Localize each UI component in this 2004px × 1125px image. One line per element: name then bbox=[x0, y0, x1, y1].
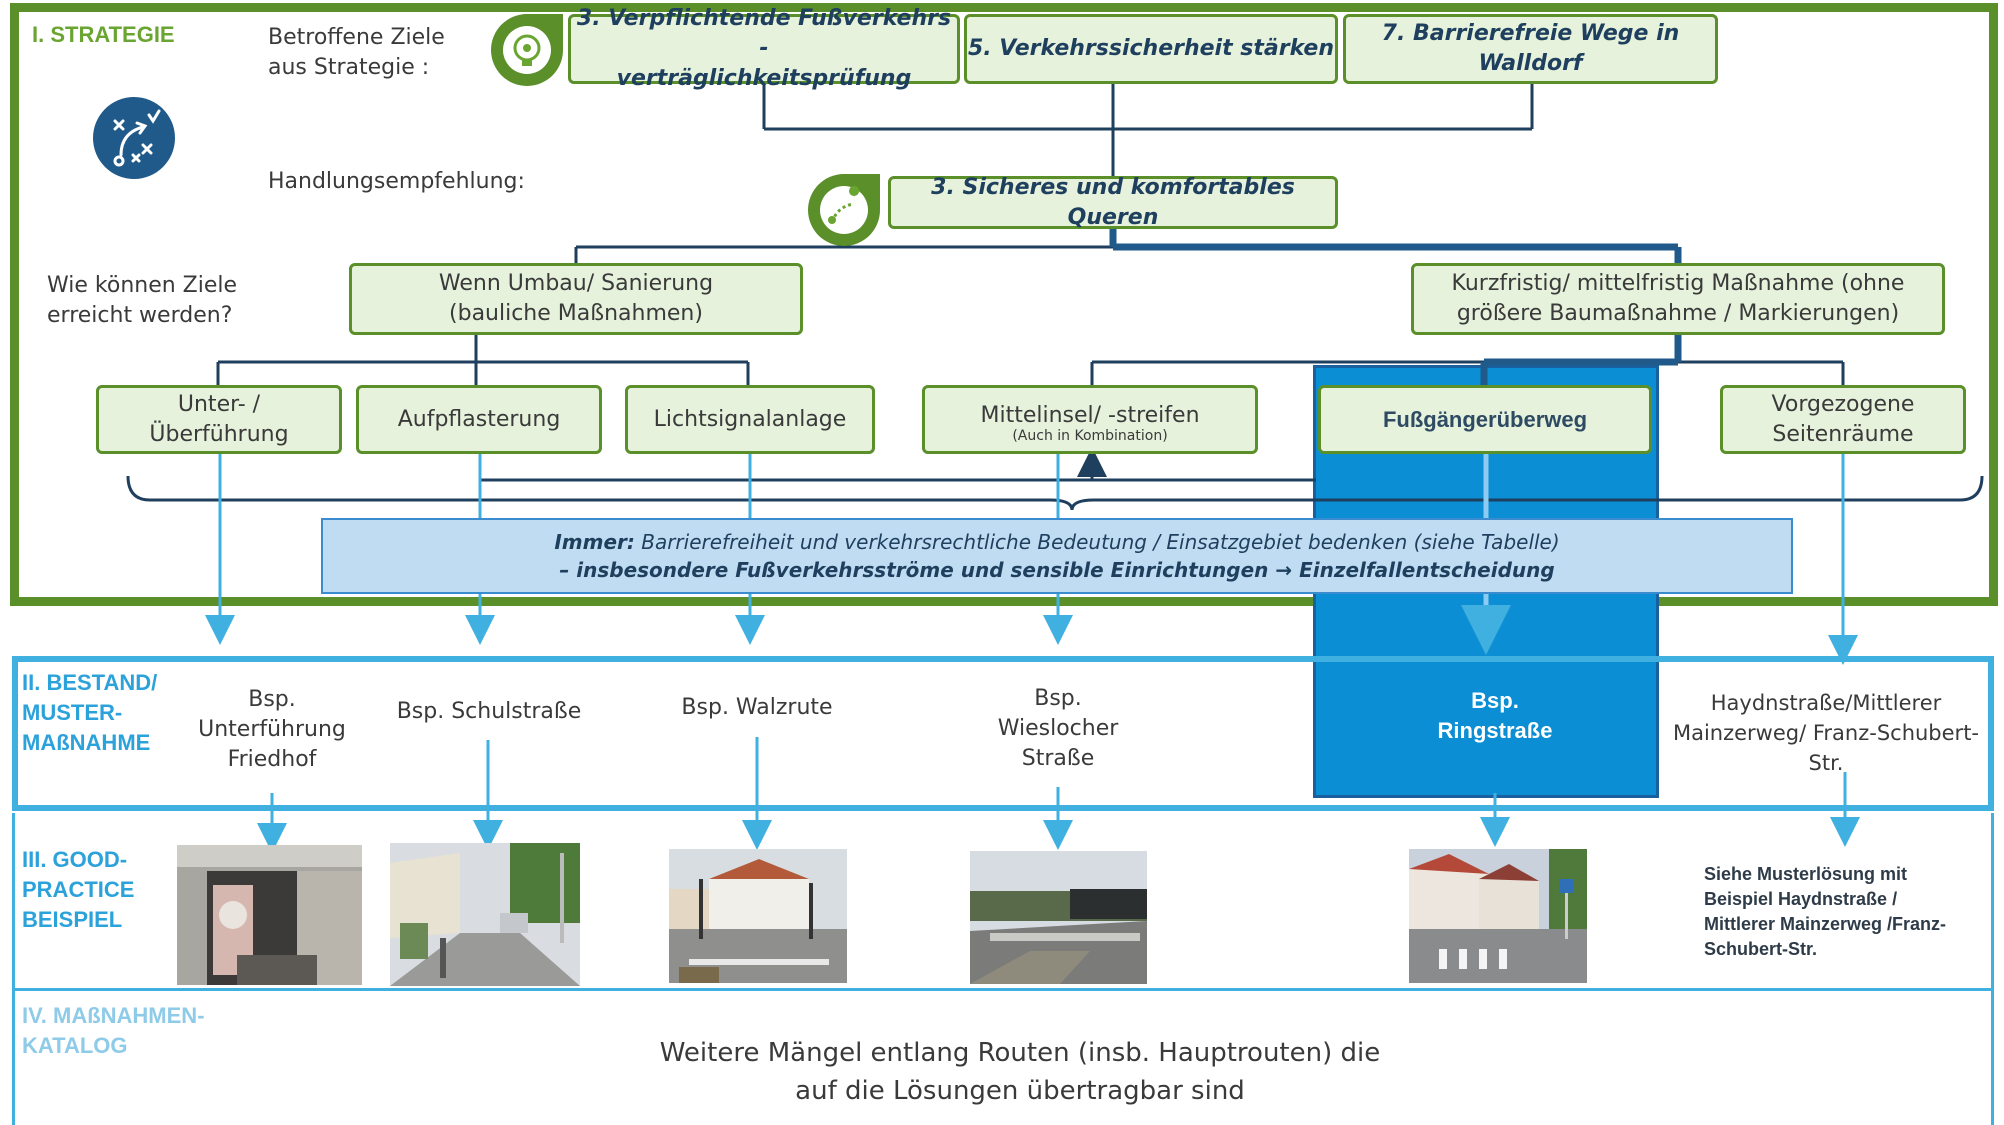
strategy-frame bbox=[10, 3, 1998, 606]
good-practice-frame bbox=[12, 813, 1994, 991]
example-walzrute: Bsp. Walzrute bbox=[681, 695, 833, 720]
photo-unterfuehrung bbox=[177, 845, 362, 985]
photo-wieslocher-strasse bbox=[970, 851, 1147, 984]
route-pin-icon bbox=[808, 174, 880, 246]
good-practice-haydnstrasse-text: Siehe Musterlösung mit Beispiel Haydnstr… bbox=[1704, 864, 1947, 959]
katalog-frame bbox=[12, 991, 1994, 1125]
strategy-play-icon bbox=[93, 97, 175, 179]
label-betroffene-ziele: Betroffene Ziele aus Strategie : bbox=[268, 25, 445, 80]
example-ringstrasse: Bsp. Ringstraße bbox=[1437, 688, 1553, 743]
recommendation-box: 3. Sicheres und komfortables Queren bbox=[888, 175, 1338, 230]
measure-lichtsignalanlage-box: Lichtsignalanlage bbox=[625, 385, 875, 454]
photo-ringstrasse bbox=[1409, 849, 1587, 983]
example-haydnstrasse: Haydnstraße/Mittlerer Mainzerweg/ Franz-… bbox=[1672, 691, 1980, 775]
measure-aufpflasterung-box: Aufpflasterung bbox=[356, 385, 602, 454]
label-wie-koennen-ziele: Wie können Ziele erreicht werden? bbox=[47, 273, 238, 328]
measure-fussgaengerueberweg-box: Fußgängerüberweg bbox=[1318, 385, 1652, 454]
section-strategie-title: I. STRATEGIE bbox=[32, 22, 175, 47]
lightbulb-gear-icon bbox=[491, 14, 563, 86]
section-good-practice-title: III. GOOD- PRACTICE BEISPIEL bbox=[22, 847, 135, 932]
katalog-text: Weitere Mängel entlang Routen (insb. Hau… bbox=[659, 1038, 1381, 1106]
example-unterfuehrung-friedhof: Bsp. Unterführung Friedhof bbox=[198, 687, 346, 772]
measure-mittelinsel-box: Mittelinsel/ -streifen (Auch in Kombinat… bbox=[922, 385, 1258, 454]
section-bestand-title: II. BESTAND/ MUSTER- MAßNAHME bbox=[22, 670, 158, 755]
bestand-frame bbox=[12, 656, 1994, 811]
example-schulstrasse: Bsp. Schulstraße bbox=[396, 699, 582, 724]
goal-7-box: 7. Barrierefreie Wege in Walldorf bbox=[1343, 14, 1718, 84]
example-wieslocher-strasse: Bsp. Wieslocher Straße bbox=[997, 686, 1119, 771]
measure-unterfuehrung-box: Unter- / Überführung bbox=[96, 385, 342, 454]
section-katalog-title: IV. MAßNAHMEN- KATALOG bbox=[22, 1003, 205, 1058]
photo-walzrute bbox=[669, 849, 847, 983]
branch-kurzfristig-box: Kurzfristig/ mittelfristig Maßnahme (ohn… bbox=[1411, 263, 1945, 335]
goal-3-box: 3. Verpflichtende Fußverkehrs - verträgl… bbox=[568, 6, 960, 91]
measure-vorgezogene-seitenraeume-box: Vorgezogene Seitenräume bbox=[1720, 385, 1966, 454]
photo-schulstrasse bbox=[390, 843, 580, 986]
goal-5-box: 5. Verkehrssicherheit stärken bbox=[964, 14, 1338, 84]
branch-umbau-box: Wenn Umbau/ Sanierung (bauliche Maßnahme… bbox=[349, 263, 803, 335]
note-immer-box: Immer: Barrierefreiheit und verkehrsrech… bbox=[321, 518, 1793, 594]
label-handlungsempfehlung: Handlungsempfehlung: bbox=[268, 169, 525, 194]
